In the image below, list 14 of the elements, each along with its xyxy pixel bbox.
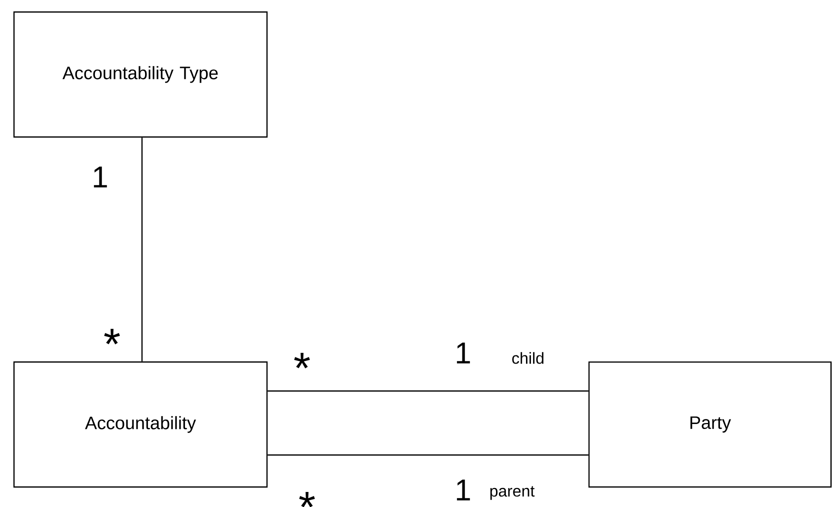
multiplicity-label: 1 <box>94 166 107 188</box>
association-line <box>268 454 588 456</box>
multiplicity-label: child <box>512 352 544 364</box>
multiplicity-label: 1 <box>456 342 470 364</box>
association-line <box>141 138 143 362</box>
multiplicity-label: parent <box>490 486 535 500</box>
class-box: Party <box>588 361 832 488</box>
class-box: Accountability Type <box>13 11 268 138</box>
multiplicity-label: 1 <box>456 480 470 500</box>
multiplicity-label: * <box>294 352 310 368</box>
class-box: Accountability <box>13 361 268 488</box>
association-line <box>268 390 588 392</box>
multiplicity-label: * <box>299 492 315 507</box>
multiplicity-label: * <box>104 328 120 344</box>
